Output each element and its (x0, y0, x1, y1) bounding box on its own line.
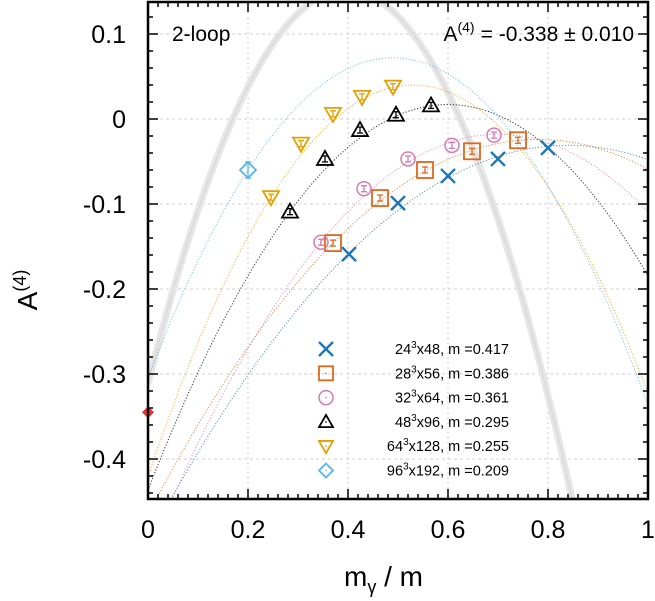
data-points (142, 79, 556, 419)
legend-label: 283x56, m =0.386 (395, 364, 509, 382)
marker-triangle-up-icon (350, 120, 370, 137)
y-tick-label: -0.1 (83, 191, 126, 219)
marker-x-icon (440, 168, 456, 184)
marker-triangle-down-icon (291, 136, 311, 154)
marker-triangle-up-icon (315, 149, 335, 166)
marker-triangle-down-icon (317, 440, 335, 456)
legend-label: 323x64, m =0.361 (395, 389, 509, 407)
marker-x-icon (341, 246, 357, 262)
tick-labels: 0 0.2 0.4 0.6 0.8 1 0.1 0 -0.1 -0.2 -0.3 -0.4 (83, 21, 655, 544)
x-tick-label: 0.6 (431, 516, 466, 544)
y-tick-label: 0 (112, 106, 126, 134)
marker-circle-icon (356, 180, 372, 197)
x-tick-label: 0.4 (331, 516, 366, 544)
fit-curves (148, 2, 648, 499)
y-tick-label: -0.4 (83, 446, 126, 474)
marker-triangle-down-icon (352, 90, 372, 107)
marker-circle-icon (313, 234, 329, 250)
marker-square-icon (416, 161, 434, 179)
x-tick-label: 0.8 (531, 516, 566, 544)
marker-diamond-icon (238, 160, 258, 180)
legend-label: 963x192, m =0.209 (387, 462, 509, 480)
legend-label: 243x48, m =0.417 (395, 340, 509, 358)
marker-triangle-down-icon (323, 107, 343, 124)
marker-circle-icon (444, 137, 460, 154)
legend-item: 963x192, m =0.209 (317, 462, 509, 480)
fit-curve (148, 57, 648, 406)
legend-label: 643x128, m =0.255 (387, 437, 509, 455)
fit-curve (170, 144, 648, 499)
marker-triangle-up-icon (386, 104, 406, 122)
legend-item: 323x64, m =0.361 (318, 389, 509, 407)
marker-square-icon (318, 365, 334, 382)
y-axis-title: A(4) (10, 270, 43, 311)
marker-circle-icon (400, 151, 416, 167)
marker-triangle-up-icon (317, 413, 335, 429)
marker-triangle-up-icon (280, 201, 300, 219)
legend-item: 283x56, m =0.386 (318, 364, 509, 382)
x-tick-label: 1 (641, 516, 655, 544)
y-tick-label: 0.1 (91, 21, 126, 49)
legend-label: 483x96, m =0.295 (395, 413, 509, 431)
x-axis-title: mγ / m (344, 561, 423, 597)
marker-square-icon (371, 189, 389, 207)
marker-square-icon (509, 131, 527, 150)
marker-triangle-up-icon (421, 95, 441, 113)
annotation-result: A(4)= -0.338 ± 0.010 (443, 19, 634, 46)
marker-x-icon (490, 151, 506, 167)
legend-item: 243x48, m =0.417 (318, 340, 509, 358)
marker-triangle-down-icon (383, 79, 403, 97)
y-tick-label: -0.2 (83, 276, 126, 304)
x-tick-label: 0 (141, 516, 155, 544)
plot-frame (146, 0, 650, 501)
fit-curve (171, 133, 648, 499)
marker-square-icon (463, 142, 481, 161)
marker-x-icon (318, 341, 334, 357)
fit-curve (155, 138, 648, 499)
marker-x-icon (390, 195, 406, 211)
marker-circle-icon (486, 127, 502, 143)
y-tick-label: -0.3 (83, 361, 126, 389)
marker-x-icon (540, 140, 556, 156)
band-center-line (148, 2, 573, 499)
marker-circle-icon (318, 389, 334, 406)
marker-triangle-down-icon (261, 190, 281, 208)
legend-item: 643x128, m =0.255 (317, 437, 509, 456)
x-tick-label: 0.2 (231, 516, 266, 544)
uncertainty-band (148, 2, 576, 499)
fit-curve (148, 103, 648, 491)
legend: 243x48, m =0.417 283x56, m =0.386 323x64, … (317, 340, 509, 480)
marker-square-icon (324, 234, 342, 253)
marker-diamond-icon (317, 462, 335, 479)
legend-item: 483x96, m =0.295 (317, 413, 509, 431)
annotation-2-loop: 2-loop (172, 23, 230, 46)
